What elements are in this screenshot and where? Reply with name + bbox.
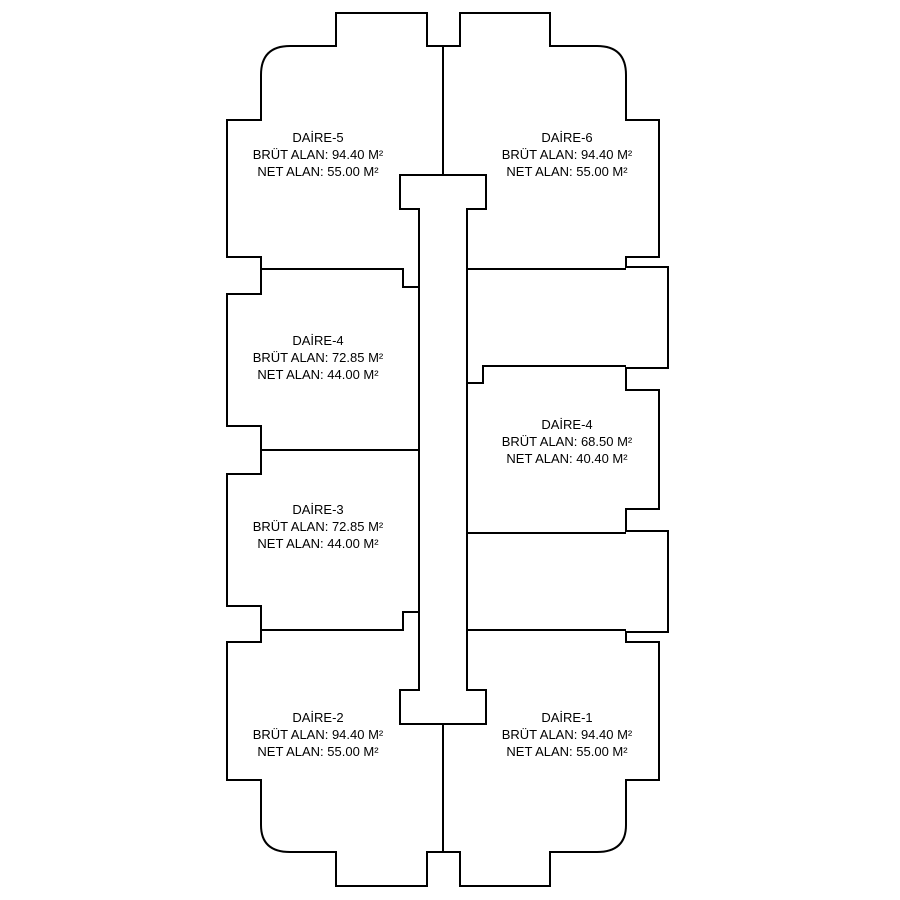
unit-net-area: NET ALAN: 44.00 M²	[257, 536, 379, 551]
wall-right-mid-upper	[467, 365, 626, 384]
building-outline	[226, 12, 669, 887]
unit-gross-area: BRÜT ALAN: 72.85 M²	[252, 519, 384, 534]
unit-net-area: NET ALAN: 55.00 M²	[257, 744, 379, 759]
wall-left-lower	[261, 611, 419, 631]
unit-gross-area: BRÜT ALAN: 94.40 M²	[252, 147, 384, 162]
unit-gross-area: BRÜT ALAN: 68.50 M²	[501, 434, 633, 449]
central-corridor	[399, 174, 487, 725]
unit-name: DAİRE-4	[541, 417, 593, 432]
unit-label-daire-6: DAİRE-6 BRÜT ALAN: 94.40 M² NET ALAN: 55…	[467, 129, 667, 180]
unit-label-daire-1: DAİRE-1 BRÜT ALAN: 94.40 M² NET ALAN: 55…	[467, 709, 667, 760]
unit-label-daire-4-left: DAİRE-4 BRÜT ALAN: 72.85 M² NET ALAN: 44…	[218, 332, 418, 383]
unit-gross-area: BRÜT ALAN: 72.85 M²	[252, 350, 384, 365]
wall-left-upper	[261, 268, 419, 288]
unit-label-daire-5: DAİRE-5 BRÜT ALAN: 94.40 M² NET ALAN: 55…	[218, 129, 418, 180]
unit-net-area: NET ALAN: 55.00 M²	[257, 164, 379, 179]
unit-net-area: NET ALAN: 55.00 M²	[506, 164, 628, 179]
unit-gross-area: BRÜT ALAN: 94.40 M²	[252, 727, 384, 742]
unit-gross-area: BRÜT ALAN: 94.40 M²	[501, 727, 633, 742]
unit-name: DAİRE-6	[541, 130, 593, 145]
unit-net-area: NET ALAN: 44.00 M²	[257, 367, 379, 382]
unit-label-daire-2: DAİRE-2 BRÜT ALAN: 94.40 M² NET ALAN: 55…	[218, 709, 418, 760]
unit-name: DAİRE-3	[292, 502, 344, 517]
unit-label-daire-3: DAİRE-3 BRÜT ALAN: 72.85 M² NET ALAN: 44…	[218, 501, 418, 552]
unit-name: DAİRE-5	[292, 130, 344, 145]
unit-net-area: NET ALAN: 40.40 M²	[506, 451, 628, 466]
unit-label-daire-4-right: DAİRE-4 BRÜT ALAN: 68.50 M² NET ALAN: 40…	[467, 416, 667, 467]
unit-gross-area: BRÜT ALAN: 94.40 M²	[501, 147, 633, 162]
unit-net-area: NET ALAN: 55.00 M²	[506, 744, 628, 759]
unit-name: DAİRE-4	[292, 333, 344, 348]
unit-name: DAİRE-2	[292, 710, 344, 725]
unit-name: DAİRE-1	[541, 710, 593, 725]
